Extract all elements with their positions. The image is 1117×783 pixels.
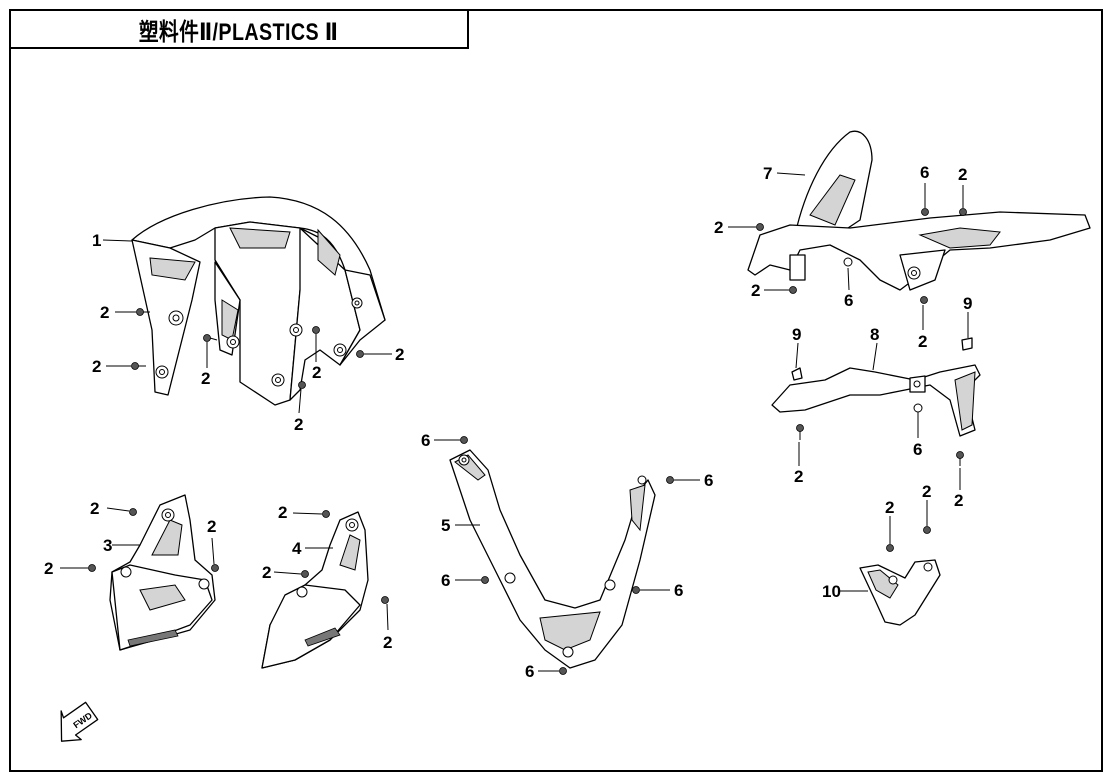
callout-6: 6 (844, 291, 853, 310)
callout-2: 2 (201, 369, 210, 388)
callout-2: 2 (794, 467, 803, 486)
callout-6: 6 (704, 471, 713, 490)
title-box: 塑料件Ⅱ/PLASTICS Ⅱ (9, 9, 469, 49)
callout-2: 2 (922, 482, 931, 501)
callout-2: 2 (885, 498, 894, 517)
callout-5: 5 (441, 516, 450, 535)
callout-4: 4 (292, 539, 302, 558)
callout-2: 2 (100, 303, 109, 322)
callout-2: 2 (954, 491, 963, 510)
callout-2: 2 (278, 503, 287, 522)
callout-7: 7 (763, 164, 772, 183)
callout-2: 2 (312, 363, 321, 382)
callout-10: 10 (822, 582, 841, 601)
callout-2: 2 (918, 332, 927, 351)
callout-6: 6 (421, 431, 430, 450)
callout-2: 2 (207, 517, 216, 536)
rear-hugger (728, 130, 1091, 330)
callout-6: 6 (525, 662, 534, 681)
callout-6: 6 (441, 571, 450, 590)
side-cover-right (261, 510, 389, 669)
callout-2: 2 (395, 345, 404, 364)
front-fender (131, 196, 386, 406)
page-title: 塑料件Ⅱ/PLASTICS Ⅱ (139, 18, 339, 46)
callout-8: 8 (870, 325, 879, 344)
callout-2: 2 (751, 281, 760, 300)
mudguard-bracket (771, 312, 981, 490)
fwd-arrow-icon: FWD (60, 701, 99, 742)
fasteners-fender (131, 308, 364, 389)
callout-9: 9 (792, 325, 801, 344)
callout-2: 2 (262, 563, 271, 582)
side-cover-left (60, 494, 219, 651)
callout-2: 2 (294, 415, 303, 434)
callout-1: 1 (92, 231, 101, 250)
drawing-frame (9, 9, 1103, 772)
callout-6: 6 (674, 581, 683, 600)
callout-6: 6 (913, 440, 922, 459)
callout-9: 9 (963, 294, 972, 313)
small-cover (838, 500, 941, 626)
callout-2: 2 (92, 357, 101, 376)
callout-lines-fender (102, 239, 392, 414)
callout-3: 3 (103, 536, 112, 555)
callout-2: 2 (90, 499, 99, 518)
callout-6: 6 (920, 163, 929, 182)
callout-2: 2 (958, 165, 967, 184)
callout-2: 2 (714, 218, 723, 237)
callout-2: 2 (44, 559, 53, 578)
belly-pan (434, 436, 700, 675)
callout-2: 2 (383, 633, 392, 652)
